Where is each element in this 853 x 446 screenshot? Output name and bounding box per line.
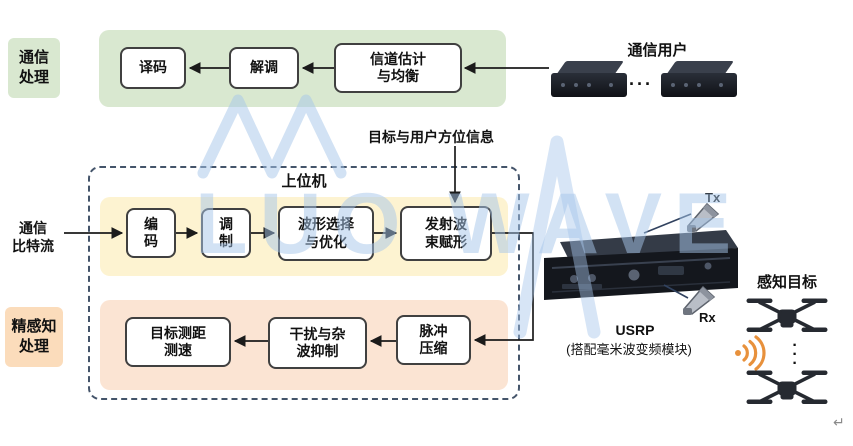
tx-feed-line [643, 213, 692, 234]
block-demodulation: 解调 [229, 47, 299, 89]
label-comm-processing: 通信 处理 [8, 38, 60, 98]
block-pulse-compression: 脉冲 压缩 [396, 315, 471, 365]
label-comm-users: 通信用户 [627, 42, 688, 59]
block-waveform-selection: 波形选择 与优化 [278, 206, 374, 261]
label-usrp-note: (搭配毫米波变频模块) [566, 342, 692, 357]
label-usrp: USRP [615, 322, 655, 338]
usrp-device-icon [544, 230, 738, 300]
block-decoding: 译码 [120, 47, 186, 89]
label-sensing-processing: 精感知 处理 [5, 307, 63, 367]
block-channel-estimation: 信道估计 与均衡 [334, 43, 462, 93]
label-rx: Rx [699, 310, 716, 325]
block-clutter-suppression: 干扰与杂 波抑制 [268, 317, 367, 369]
label-tx: Tx [705, 190, 721, 205]
rx-feed-line [663, 284, 689, 299]
radar-signal-icon [735, 335, 766, 371]
label-azimuth-info: 目标与用户方位信息 [368, 129, 494, 145]
label-sensing-target: 感知目标 [756, 274, 817, 291]
vertical-ellipsis: · · · [792, 337, 798, 372]
label-comm-bitstream: 通信 比特流 [12, 220, 54, 255]
block-target-ranging: 目标测距 测速 [125, 317, 231, 367]
device-body [661, 73, 737, 97]
horizontal-ellipsis: ··· [629, 74, 653, 94]
tx-horn-antenna-icon [686, 202, 720, 232]
block-encoding: 编 码 [126, 208, 176, 258]
user-device-icon [661, 60, 737, 98]
drone-icon [746, 370, 828, 404]
block-modulation: 调 制 [201, 208, 251, 258]
block-tx-beamforming: 发射波 束赋形 [400, 206, 492, 261]
return-mark: ↵ [833, 414, 845, 430]
drone-icon [746, 298, 828, 332]
user-device-icon [551, 60, 627, 98]
arrow-usrp-to-pulse [473, 232, 534, 346]
rx-horn-antenna-icon [682, 285, 716, 315]
device-body [551, 73, 627, 97]
